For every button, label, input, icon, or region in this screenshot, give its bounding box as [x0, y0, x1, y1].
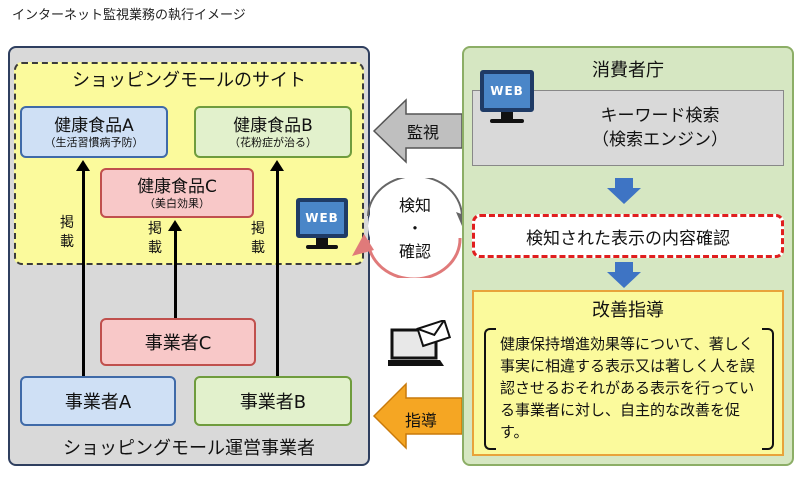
operator-c-box: 事業者C [100, 318, 256, 366]
web-monitor-label: WEB [305, 211, 339, 225]
guidance-title: 改善指導 [592, 300, 664, 321]
web-monitor-icon: WEB [296, 198, 348, 238]
posting-arrow-a-line [82, 170, 85, 376]
keyword-search-line2: （検索エンジン） [592, 130, 728, 150]
posting-arrow-c-head [168, 220, 182, 231]
product-b-box: 健康食品B （花粉症が治る） [194, 106, 352, 158]
flow-arrow-down-2 [607, 262, 641, 288]
operator-panel-title: ショッピングモール運営事業者 [63, 438, 315, 459]
guidance-label: 指導 [404, 411, 437, 430]
posting-arrow-a-head [76, 160, 90, 171]
operator-a-box: 事業者A [20, 376, 176, 426]
product-a-box: 健康食品A （生活習慣病予防） [20, 106, 168, 158]
agency-web-monitor-icon: WEB [480, 70, 534, 112]
posting-label-a-char2: 載 [60, 234, 74, 250]
posting-arrow-b-line [276, 170, 279, 376]
check-label-line2: 確認 [398, 242, 431, 261]
product-b-name: 健康食品B [233, 115, 313, 136]
product-c-note: （美白効果） [144, 196, 210, 210]
web-monitor-base-icon [306, 245, 338, 249]
monitoring-label: 監視 [406, 123, 439, 142]
posting-arrow-c-line [174, 230, 177, 318]
guidance-bracket-right [762, 328, 774, 450]
posting-arrow-b-head [270, 160, 284, 171]
product-c-name: 健康食品C [137, 176, 217, 197]
confirm-box: 検知された表示の内容確認 [472, 214, 784, 258]
posting-label-c-char1: 掲 [148, 221, 162, 237]
agency-web-monitor-base-icon [490, 119, 524, 123]
mail-laptop-icon [388, 320, 452, 366]
posting-label-a-char1: 掲 [60, 215, 74, 231]
guidance-bracket-left [484, 328, 496, 450]
flow-arrow-down-1 [607, 178, 641, 204]
product-c-box: 健康食品C （美白効果） [100, 168, 254, 218]
diagram-title: インターネット監視業務の執行イメージ [12, 8, 246, 23]
posting-label-c: 掲 載 [146, 220, 164, 258]
check-label: 検知 ・ 確認 [380, 194, 450, 263]
guidance-box [472, 290, 784, 456]
posting-label-b-char2: 載 [251, 240, 265, 256]
check-cycle-arrows [352, 178, 472, 278]
check-label-line1: 検知 [398, 196, 431, 215]
posting-label-a: 掲 載 [58, 214, 76, 252]
posting-label-b: 掲 載 [249, 220, 267, 258]
keyword-search-line1: キーワード検索 [600, 106, 720, 126]
guidance-text: 健康保持増進効果等について、著しく事実に相違する表示又は著しく人を誤認させるおそ… [500, 335, 756, 441]
product-b-note: （花粉症が治る） [229, 135, 317, 149]
posting-label-b-char1: 掲 [251, 221, 265, 237]
operator-b-box: 事業者B [194, 376, 352, 426]
agency-web-monitor-label: WEB [490, 84, 524, 98]
product-a-name: 健康食品A [54, 115, 134, 136]
posting-label-c-char2: 載 [148, 240, 162, 256]
agency-title: 消費者庁 [592, 60, 664, 81]
agency-web-monitor-stand-icon [501, 112, 513, 120]
check-label-dot: ・ [406, 219, 423, 238]
mall-site-title: ショッピングモールのサイト [72, 70, 306, 91]
product-a-note: （生活習慣病予防） [44, 135, 144, 149]
web-monitor-stand-icon [316, 238, 328, 246]
